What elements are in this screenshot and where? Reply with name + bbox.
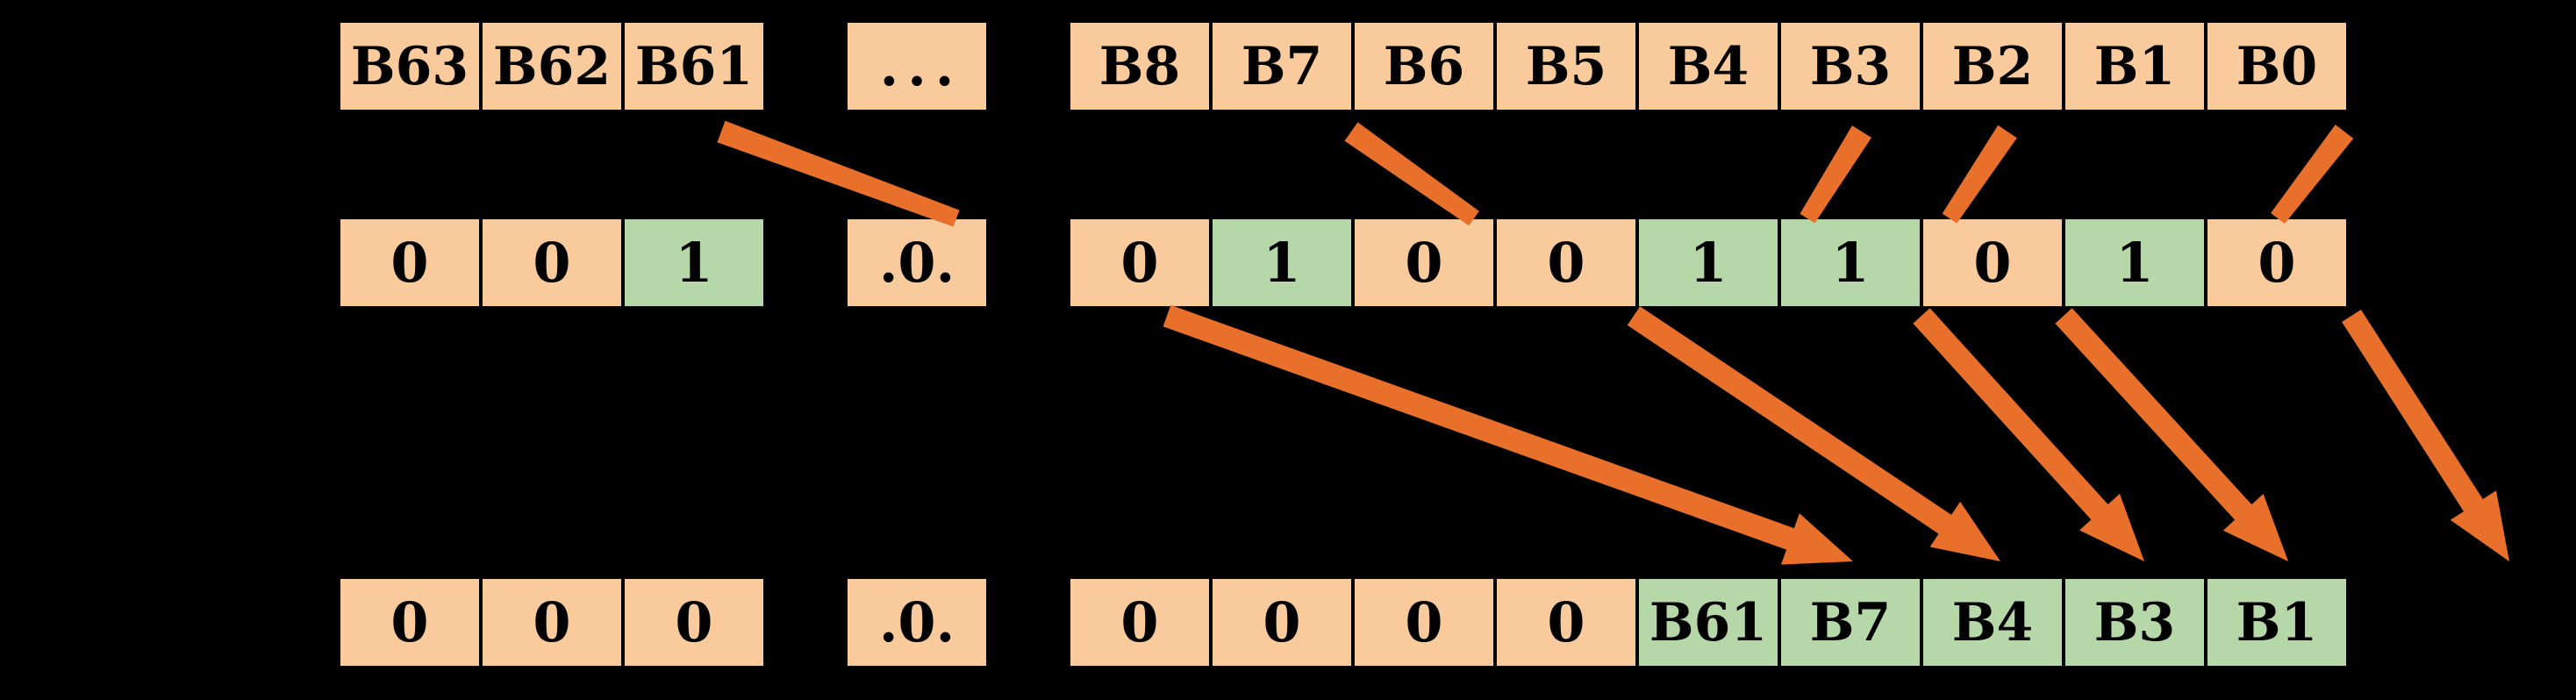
arrow-b61-to-mask: [717, 120, 960, 227]
mask-bits-row-cell: 0: [2207, 219, 2346, 306]
mask-bits-row-cell: 1: [1639, 219, 1778, 306]
arrow-b3-to-mask: [1942, 125, 2017, 224]
mask-bits-row-cell: .0.: [848, 219, 986, 306]
bit-labels-row-cell: B62: [483, 23, 621, 110]
arrow-mask-to-b1: [2342, 310, 2509, 561]
result-row-cell: B4: [1923, 579, 2062, 666]
row-spacer: [767, 23, 848, 110]
bit-labels-row-cell: B4: [1639, 23, 1778, 110]
result-row-cell: 0: [1355, 579, 1493, 666]
bit-labels-row-cell: B2: [1923, 23, 2062, 110]
row-spacer: [990, 579, 1070, 666]
arrow-b4-to-mask: [1800, 125, 1871, 224]
mask-bits-row-cell: 0: [1923, 219, 2062, 306]
bit-labels-row-cell: B7: [1213, 23, 1351, 110]
result-row-cell: 0: [483, 579, 621, 666]
result-row-cell: .0.: [848, 579, 986, 666]
mask-bits-row-cell: 1: [1781, 219, 1920, 306]
mask-bits-row-cell: 0: [1355, 219, 1493, 306]
bit-labels-row-cell: B6: [1355, 23, 1493, 110]
row-spacer: [990, 219, 1070, 306]
result-row-cell: 0: [1070, 579, 1209, 666]
mask-bits-row-cell: 0: [483, 219, 621, 306]
bit-labels-row-cell: B0: [2207, 23, 2346, 110]
bit-labels-row-cell: B1: [2065, 23, 2204, 110]
row-spacer: [767, 219, 848, 306]
arrow-b7-to-mask: [1344, 122, 1479, 226]
arrow-mask-to-b61: [1163, 304, 1853, 565]
row-spacer: [767, 579, 848, 666]
result-row-cell: B61: [1639, 579, 1778, 666]
arrow-mask-to-b3: [2055, 308, 2288, 561]
mask-bits-row-cell: 1: [625, 219, 763, 306]
bit-labels-row-cell: B3: [1781, 23, 1920, 110]
row-spacer: [990, 23, 1070, 110]
arrow-mask-to-b7: [1627, 306, 2000, 561]
result-row-cell: 0: [340, 579, 479, 666]
ellipsis-cell: ...: [848, 23, 986, 110]
bit-labels-row-cell: B61: [625, 23, 763, 110]
result-row-cell: B1: [2207, 579, 2346, 666]
mask-bits-row-cell: 1: [1213, 219, 1351, 306]
bit-labels-row-cell: B8: [1070, 23, 1209, 110]
arrow-mask-to-b4: [1913, 308, 2144, 561]
bit-labels-row-cell: B63: [340, 23, 479, 110]
arrow-b1-to-mask: [2271, 125, 2354, 225]
bit-labels-row-cell: B5: [1497, 23, 1635, 110]
result-row-cell: B7: [1781, 579, 1920, 666]
result-row-cell: 0: [625, 579, 763, 666]
result-row-cell: B3: [2065, 579, 2204, 666]
result-row-cell: 0: [1213, 579, 1351, 666]
mask-bits-row-cell: 0: [340, 219, 479, 306]
mask-bits-row-cell: 0: [1070, 219, 1209, 306]
mask-bits-row-cell: 1: [2065, 219, 2204, 306]
mask-bits-row-cell: 0: [1497, 219, 1635, 306]
result-row-cell: 0: [1497, 579, 1635, 666]
